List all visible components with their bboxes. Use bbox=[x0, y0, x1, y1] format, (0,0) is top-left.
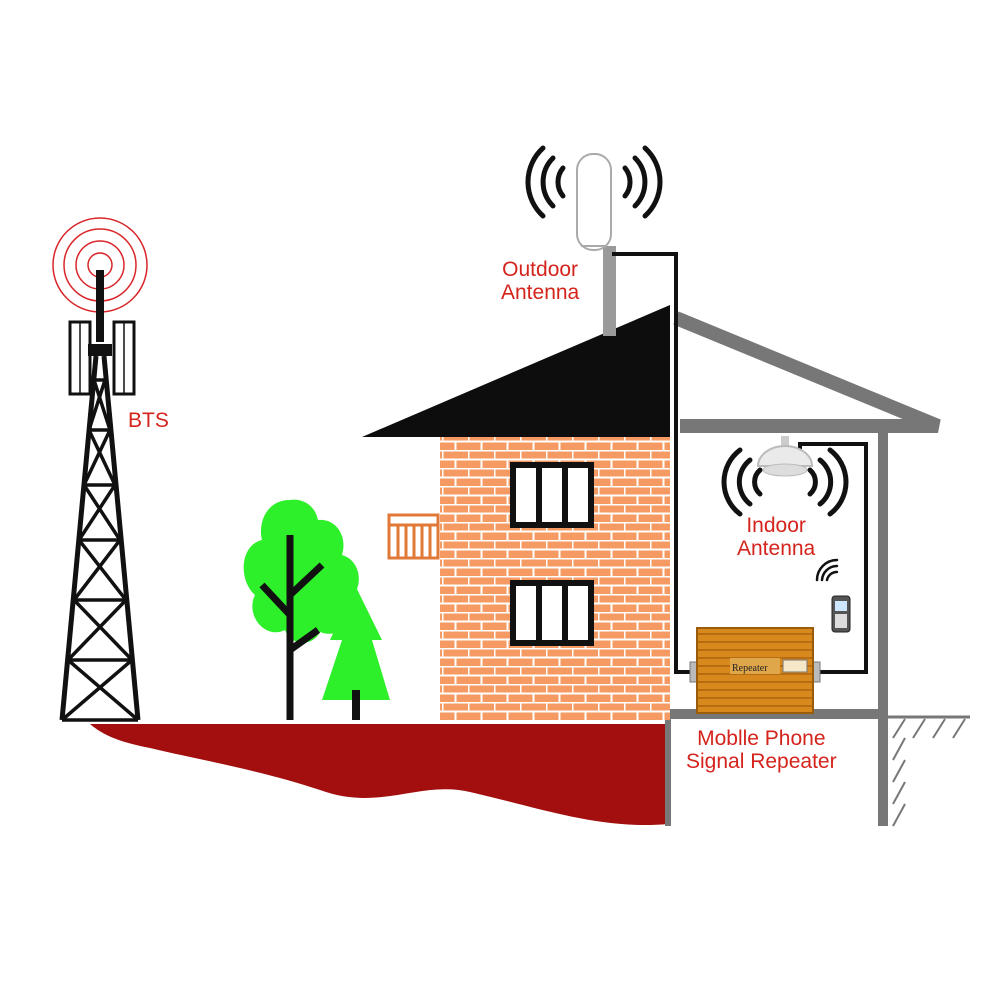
window-upper bbox=[510, 462, 594, 528]
pine-tree bbox=[322, 585, 390, 720]
bts-label: BTS bbox=[128, 409, 169, 432]
repeater-label-line-2: Signal Repeater bbox=[686, 750, 837, 773]
outdoor-antenna-icon bbox=[576, 153, 612, 251]
window-lower bbox=[510, 580, 594, 646]
repeater-label: Moblle Phone Signal Repeater bbox=[686, 727, 837, 773]
indoor-antenna-label: Indoor Antenna bbox=[737, 514, 815, 560]
outdoor-antenna-label: Outdoor Antenna bbox=[501, 258, 579, 304]
ground bbox=[90, 724, 668, 826]
antenna-mast bbox=[603, 246, 616, 336]
roof bbox=[362, 305, 670, 437]
outdoor-antenna-label-line-1: Outdoor bbox=[502, 258, 579, 281]
phone-signal-waves-icon bbox=[815, 558, 839, 582]
outdoor-antenna-label-line-2: Antenna bbox=[501, 281, 580, 304]
indoor-antenna-label-line-1: Indoor bbox=[746, 514, 806, 537]
repeater-device: Repeater bbox=[689, 627, 821, 714]
indoor-signal-waves-icon bbox=[721, 447, 849, 517]
indoor-antenna-icon bbox=[756, 436, 814, 477]
indoor-antenna-label-line-2: Antenna bbox=[737, 537, 816, 560]
outdoor-signal-waves-icon bbox=[525, 145, 663, 219]
repeater-label-line-1: Moblle Phone bbox=[697, 727, 826, 750]
deciduous-tree bbox=[243, 499, 359, 720]
repeater-device-label: Repeater bbox=[732, 663, 768, 674]
terrain-hatch bbox=[888, 715, 970, 827]
bts-tower bbox=[59, 270, 141, 722]
mobile-phone-icon bbox=[831, 595, 851, 633]
balcony bbox=[387, 513, 440, 560]
